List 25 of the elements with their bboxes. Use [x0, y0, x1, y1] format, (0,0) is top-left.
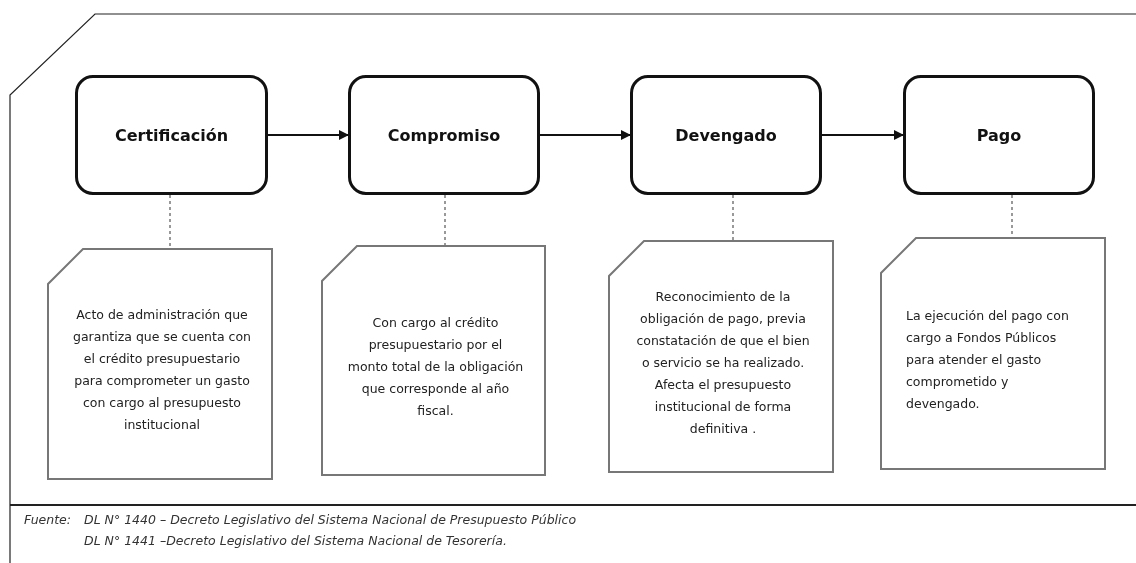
arrow: [539, 130, 631, 140]
arrow: [267, 130, 349, 140]
step-title: Compromiso: [387, 125, 501, 145]
description-text: La ejecución del pago con cargo a Fondos Públicos para atender el gasto comprometido y devengado.: [906, 306, 1070, 413]
leader-line: [732, 194, 734, 241]
step-title: Certificación: [114, 125, 229, 145]
source-label: Fuente:: [24, 512, 72, 527]
note-box: [321, 245, 546, 476]
step-title: Pago: [976, 125, 1022, 145]
note-box: [880, 237, 1106, 470]
description-text: Reconocimiento de la obligación de pago, previa constatación de que el bien o servicio se ha realizado. Afecta el presupuesto institucional de forma definitiva .: [635, 287, 811, 438]
note-box: [47, 248, 273, 480]
note-box: [608, 240, 834, 473]
description-text: Con cargo al crédito presupuestario por el monto total de la obligación que corresponde al año fiscal.: [347, 313, 524, 420]
process-box: [903, 75, 1095, 195]
source-reference: DL N° 1441 –Decreto Legislativo del Sistema Nacional de Tesorería.: [84, 533, 507, 548]
description-text: Acto de administración que garantiza que se cuenta con el crédito presupuestario para comprometer un gasto con cargo al presupuesto institucional: [73, 306, 251, 434]
step-title: Devengado: [675, 125, 777, 145]
arrow: [821, 130, 904, 140]
process-box: [630, 75, 822, 195]
leader-line: [444, 194, 446, 246]
source-reference: DL N° 1440 – Decreto Legislativo del Sistema Nacional de Presupuesto Público: [84, 512, 577, 527]
process-box: [348, 75, 540, 195]
leader-line: [169, 194, 171, 249]
process-box: [75, 75, 268, 195]
